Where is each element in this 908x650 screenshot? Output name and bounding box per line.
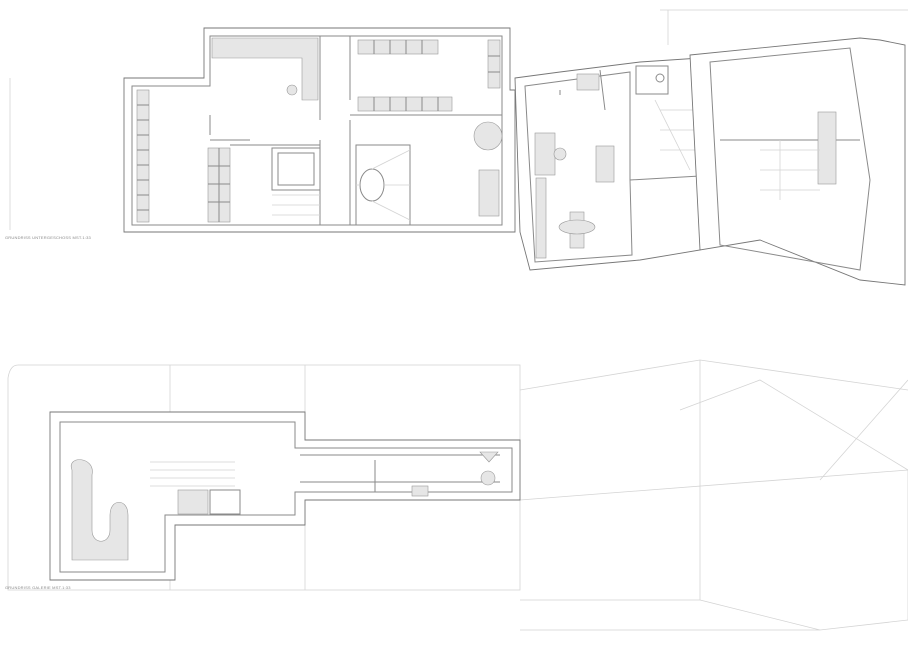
gallery-floor-plan — [7, 359, 908, 631]
shelving-left — [136, 89, 231, 223]
neighbour-building — [689, 37, 906, 286]
seating-rows — [357, 39, 501, 112]
long-table — [478, 169, 500, 217]
serpentine-sofa — [70, 459, 129, 561]
kitchen-counter — [211, 37, 319, 101]
lift-shaft — [271, 147, 321, 191]
bed — [177, 489, 209, 515]
lower-plan-caption: GRUNDRISS UNTERGESCHOSS MST.1:33 — [5, 235, 91, 240]
gallery-outline — [49, 411, 521, 581]
lower-floor-plan — [9, 9, 908, 286]
round-table — [473, 121, 503, 151]
spiral-stair — [355, 144, 411, 226]
gallery-plan-caption: GRUNDRISS GALERIE MST.1:33 — [5, 585, 71, 590]
